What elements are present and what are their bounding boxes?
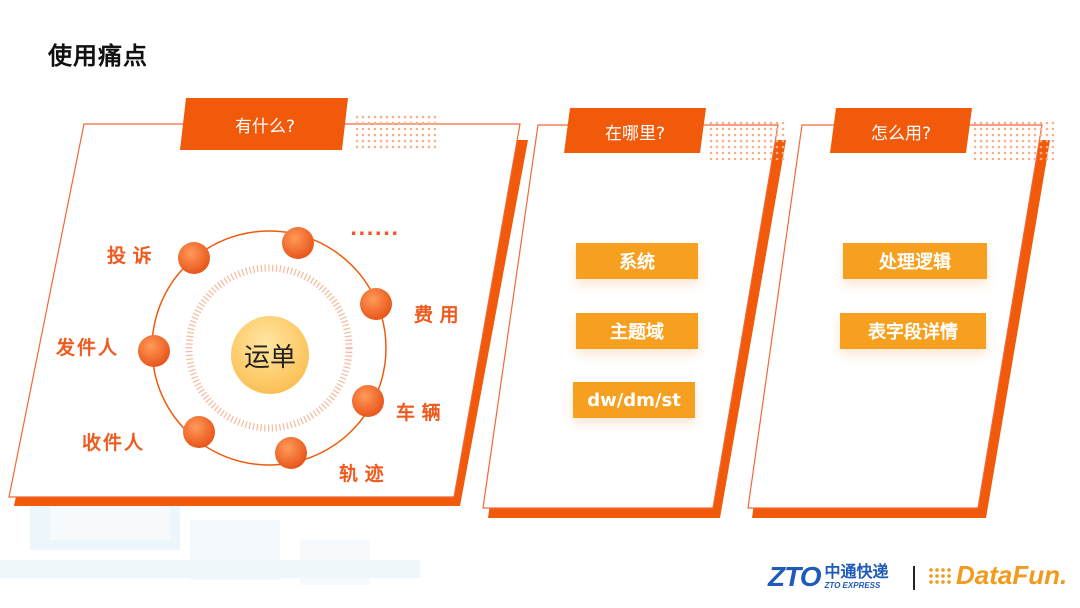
tab-where: 在哪里? [604,123,666,144]
logo-separator [913,566,915,590]
tab-what-bg [180,98,348,150]
tab-how: 怎么用? [870,123,932,144]
tag-logic: 处理逻辑 [843,243,987,279]
zto-logo: ZTO 中通快递 ZTO EXPRESS [768,561,889,593]
tag-layers: dw/dm/st [573,382,695,418]
label-sender: 发件人 [56,337,120,359]
dots-decoration [356,115,440,149]
zto-mark: ZTO [768,561,821,592]
node-fee [360,288,392,320]
label-complaint: 投 诉 [107,245,152,267]
zto-en-name: ZTO EXPRESS [824,581,881,590]
node-sender [138,335,170,367]
node-more [282,227,314,259]
dots-decoration [974,120,1054,160]
tag-field-details: 表字段详情 [840,313,986,349]
tab-where-bg [564,108,706,153]
page-title: 使用痛点 [48,42,148,70]
node-track [275,437,307,469]
node-vehicle [352,385,384,417]
hub-diagram [138,227,392,469]
datafun-name: DataFun. [956,560,1068,590]
node-complaint [178,242,210,274]
datafun-logo: DataFun. [928,560,1067,591]
label-fee: 费 用 [414,304,459,326]
tab-what: 有什么? [234,116,296,137]
label-more: ...... [350,218,400,240]
label-receiver: 收件人 [82,432,146,454]
zto-cn-name: 中通快递 [824,562,889,581]
tag-subject-domain: 主题域 [576,313,698,349]
tag-system: 系统 [576,243,698,279]
dots-decoration [706,120,786,160]
node-receiver [183,416,215,448]
center-node: 运单 [231,316,309,394]
tick-ring [185,264,353,432]
tab-how-bg [830,108,972,153]
label-track: 轨 迹 [339,463,384,485]
label-vehicle: 车 辆 [396,402,441,424]
datafun-dots-icon [928,566,952,585]
